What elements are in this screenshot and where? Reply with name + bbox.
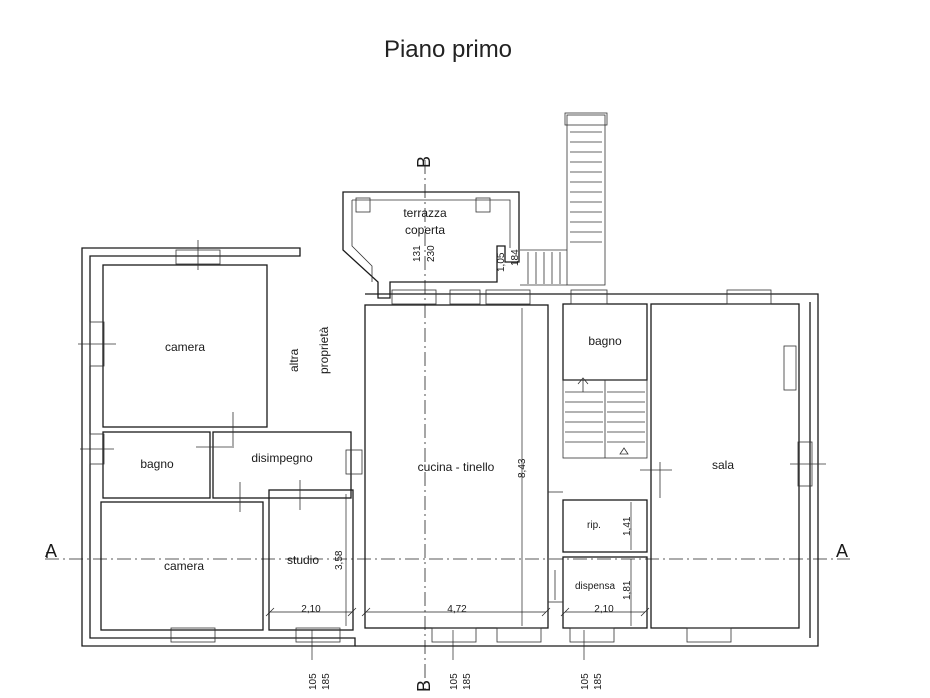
room-label-studio: studio [287,553,319,567]
dim-studio-h: 3,58 [334,550,345,570]
room-label-cucina: cucina - tinello [418,460,495,474]
room-label-camera-2: camera [164,559,204,573]
section-b-top-label: B [414,156,434,168]
dim-win-1a: 105 [308,673,319,690]
dimension-lines [265,308,650,660]
dim-terrace-a: 131 [412,245,423,262]
dim-win-1b: 185 [321,673,332,690]
dim-cucina-h: 8,43 [517,458,528,478]
room-label-bagno-left: bagno [140,457,174,471]
label-proprieta: proprietà [317,326,331,374]
section-b-bottom-label: B [414,680,434,692]
dim-stair-b: 184 [510,249,521,266]
room-label-disimpegno: disimpegno [251,451,313,465]
section-a-left-label: A [45,541,57,561]
room-label-rip: rip. [587,520,601,531]
page-title: Piano primo [383,36,513,63]
dim-win-2a: 105 [449,673,460,690]
room-labels: camera bagno disimpegno camera studio cu… [140,326,734,592]
section-a-right-label: A [836,541,848,561]
dim-stair-a: 1,05 [496,252,507,272]
room-label-bagno-right: bagno [588,334,622,348]
dim-rip-h: 1,41 [622,516,633,536]
left-wing-walls [78,240,363,647]
external-staircase [520,112,608,286]
section-axis-b: B B [414,156,434,692]
room-label-dispensa: dispensa [575,581,615,592]
dim-studio-w: 2,10 [301,604,321,615]
room-label-terrazza-line1: terrazza [403,206,447,220]
dim-win-3a: 105 [580,673,591,690]
dimension-labels: 3,58 2,10 4,72 8,43 1,41 1,81 2,10 105 1… [301,458,633,690]
dim-win-2b: 185 [462,673,473,690]
label-altra: altra [287,348,301,372]
room-label-terrazza-line2: coperta [405,223,445,237]
dim-dispensa-h: 1,81 [622,580,633,600]
terrace: terrazza coperta 131 230 1,05 184 [342,191,521,299]
room-label-camera-1: camera [165,340,205,354]
section-axis-a: A A [45,541,850,561]
main-block-walls [355,289,826,647]
dim-cucina-w: 4,72 [447,604,467,615]
dim-terrace-b: 230 [426,245,437,262]
dim-win-3b: 185 [593,673,604,690]
room-label-sala: sala [712,458,734,472]
dim-dispensa-w: 2,10 [594,604,614,615]
